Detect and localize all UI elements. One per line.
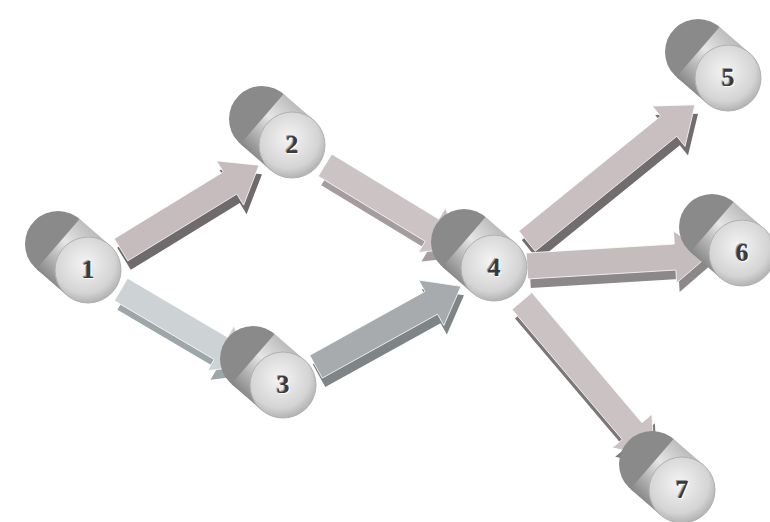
cylinder-face — [695, 45, 761, 111]
node-number: 7 — [676, 475, 689, 505]
node-number: 6 — [736, 238, 749, 268]
cylinder-node: 7 — [649, 457, 715, 522]
flow-arrow — [519, 105, 698, 261]
cylinder-node: 2 — [259, 112, 325, 178]
node-number: 4 — [488, 253, 501, 283]
node-number: 2 — [286, 130, 299, 160]
cylinder-node: 1 — [55, 237, 121, 303]
cylinder-node: 5 — [695, 45, 761, 111]
arrow-top — [512, 293, 654, 457]
flow-arrow — [310, 280, 464, 387]
node-number: 3 — [277, 370, 290, 400]
arrow-top — [310, 280, 461, 378]
node-number: 5 — [722, 63, 735, 93]
cylinder-face — [259, 112, 325, 178]
arrow-top — [519, 105, 695, 252]
cylinder-node: 3 — [250, 352, 316, 418]
cylinder-face — [55, 237, 121, 303]
cylinder-node: 4 — [461, 235, 527, 301]
cylinder-face — [461, 235, 527, 301]
node-number: 1 — [82, 255, 95, 285]
cylinder-face — [250, 352, 316, 418]
cylinder-face — [709, 220, 770, 286]
cylinder-face — [649, 457, 715, 522]
flow-arrow — [114, 161, 262, 270]
arrow-top — [114, 161, 259, 261]
cylinder-node: 6 — [709, 220, 770, 286]
